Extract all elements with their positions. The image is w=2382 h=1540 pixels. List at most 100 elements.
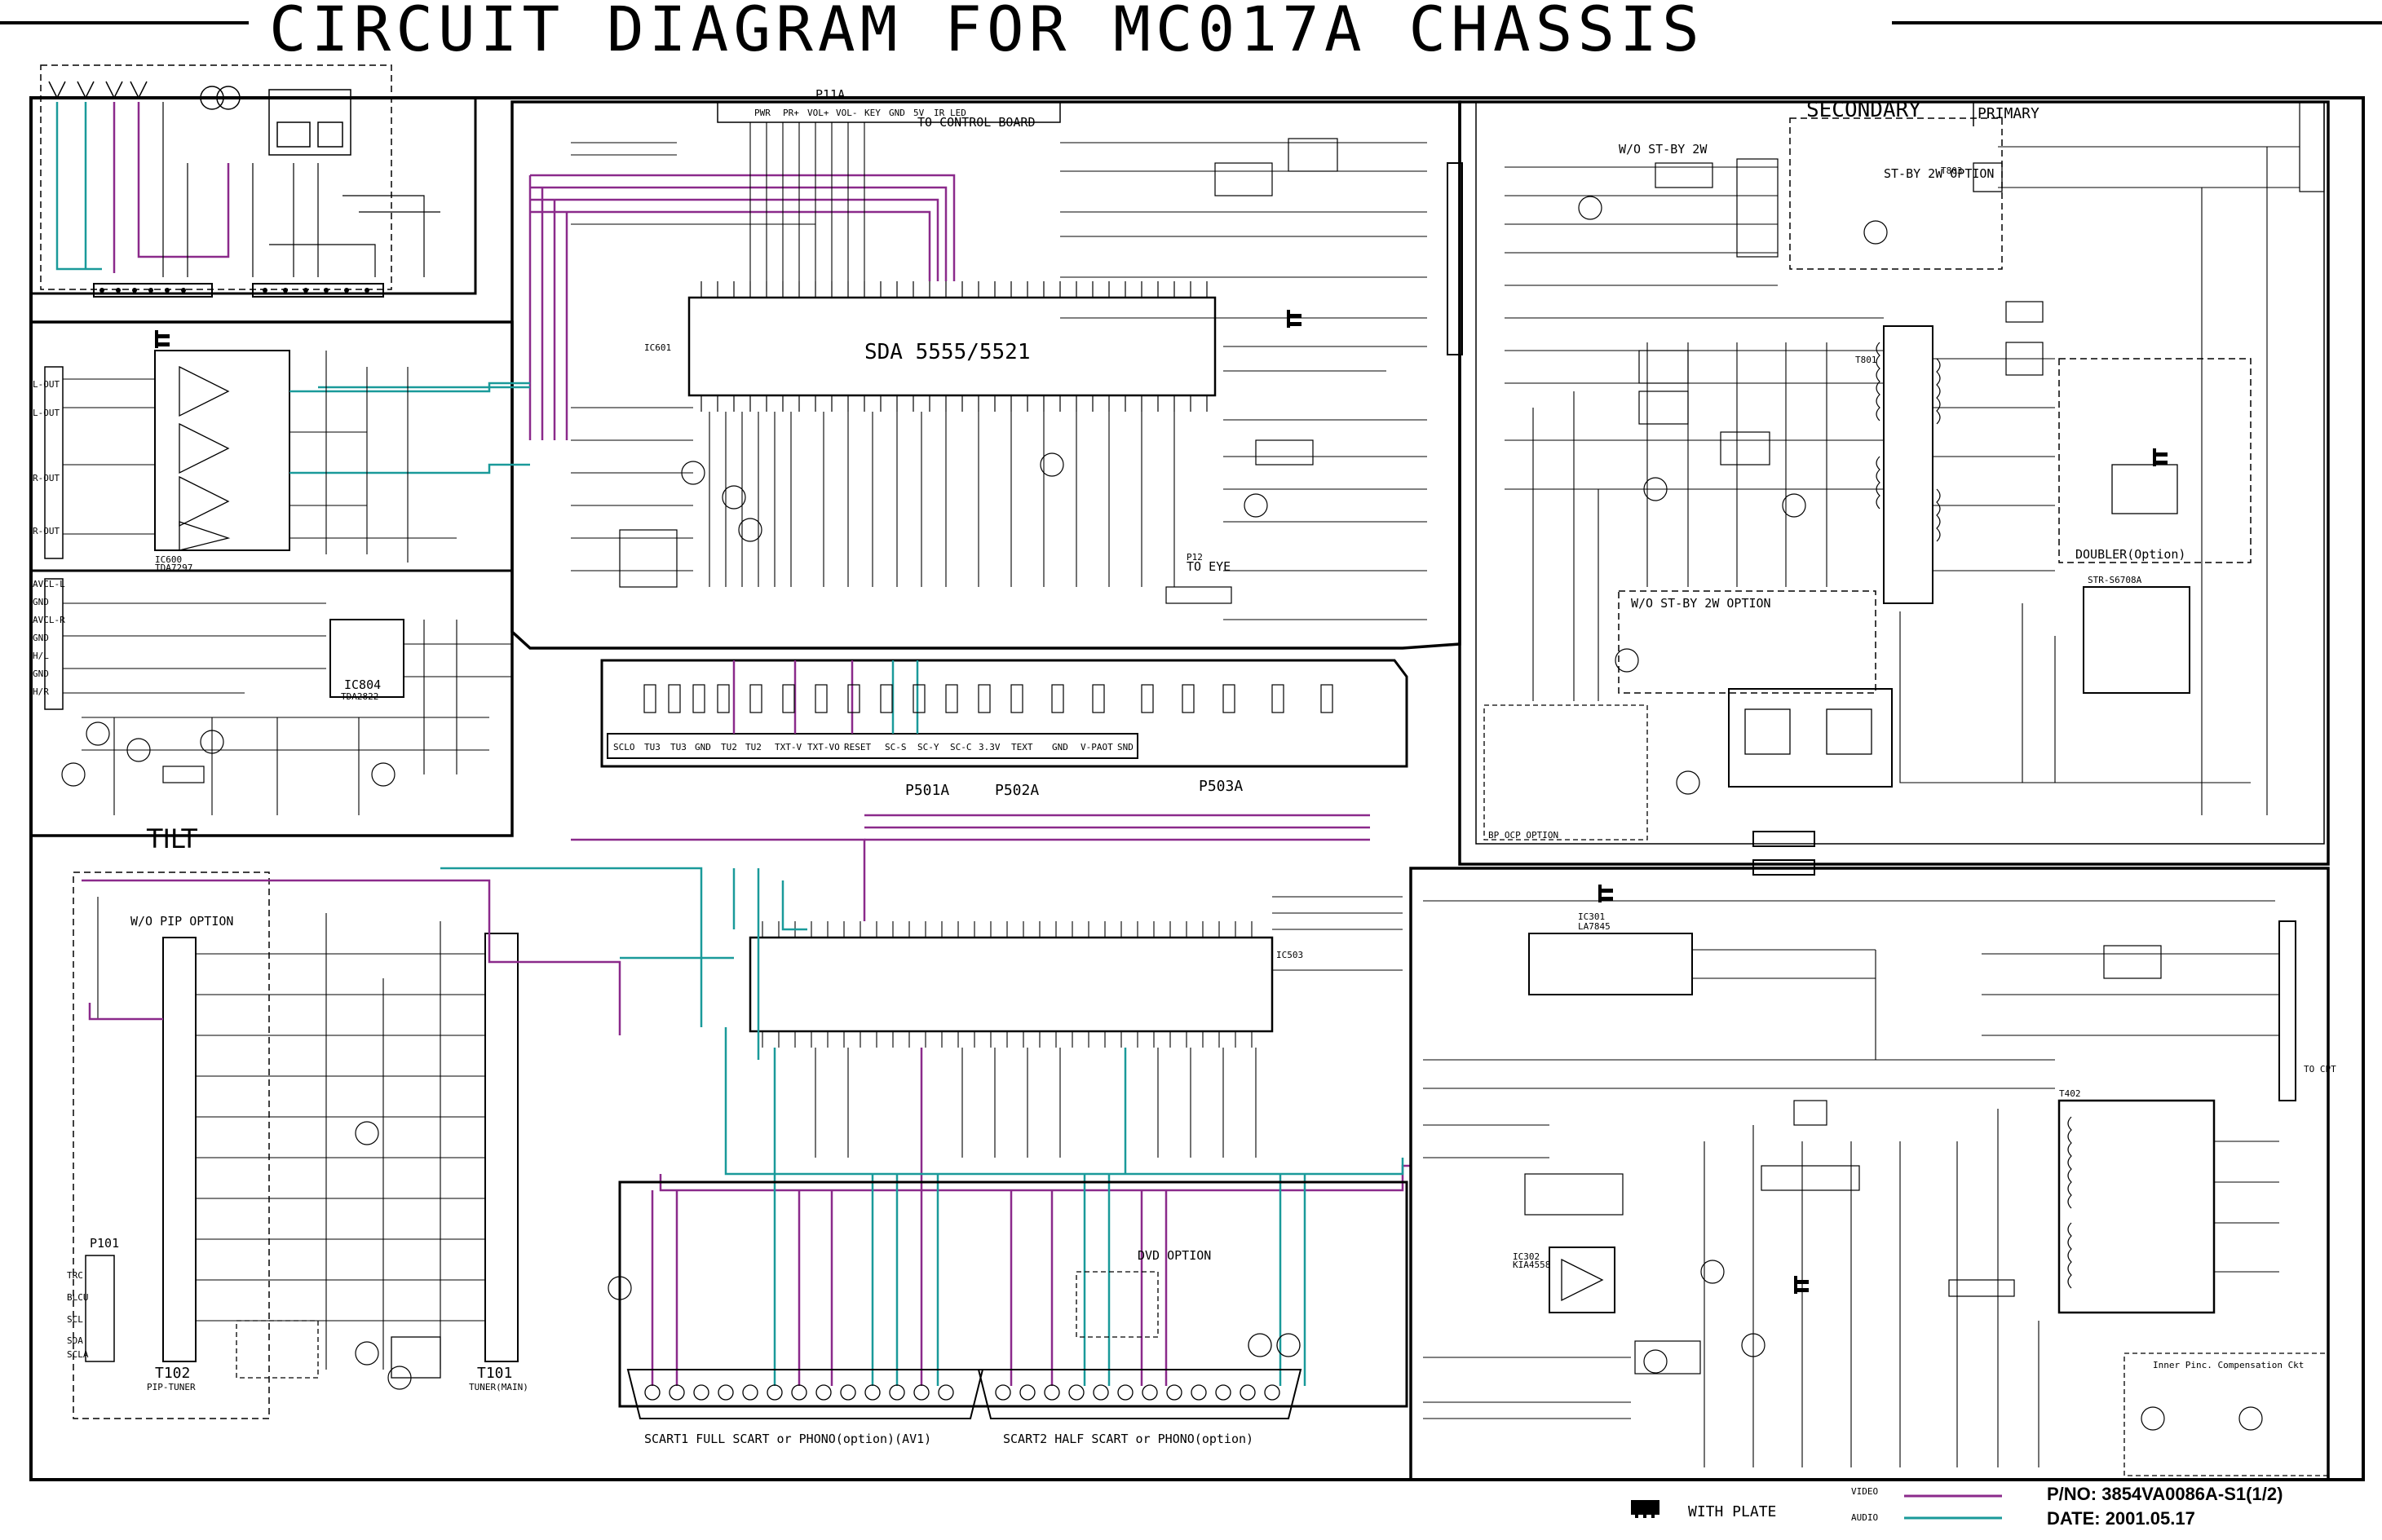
svg-text:R-OUT: R-OUT xyxy=(33,473,60,483)
tilt-label: TILT xyxy=(146,823,197,854)
to-cpt-label: TO CPT xyxy=(2304,1064,2336,1074)
wo-stby-2w-option-label: W/O ST-BY 2W OPTION xyxy=(1631,596,1771,611)
svg-text:GND: GND xyxy=(695,742,711,752)
svg-text:LED: LED xyxy=(950,108,966,118)
av-jack-section xyxy=(29,64,477,298)
wo-stby-2w-label: W/O ST-BY 2W xyxy=(1619,142,1708,157)
p501a-label: P501A xyxy=(905,782,949,799)
tuner-section: W/O PIP OPTION T102 PIP-TUNER T101 TUNER… xyxy=(67,867,734,1419)
audio-out-connector: L-OUT L-OUT R-OUT R-OUT xyxy=(33,366,64,559)
scart1-label: SCART1 FULL SCART or PHONO(option)(AV1) xyxy=(644,1432,931,1446)
p101-pins: TRC BLCU SCL SDA SCLA xyxy=(67,1270,89,1360)
diagram-date: DATE: 2001.05.17 xyxy=(2047,1508,2195,1529)
micom-ic-pins xyxy=(700,281,1208,412)
scart2-label: SCART2 HALF SCART or PHONO(option) xyxy=(1003,1432,1253,1446)
svg-text:SCLO: SCLO xyxy=(613,742,635,752)
micom-section: P11A TO CONTROL BOARD PWR PR+ VOL+ VOL- … xyxy=(510,87,1461,650)
ic804-label: IC804 xyxy=(344,677,381,692)
t402-label: T402 xyxy=(2059,1088,2081,1099)
kia4558-label: KIA4558 xyxy=(1513,1260,1550,1270)
svg-text:IR: IR xyxy=(934,108,945,118)
svg-text:H/L: H/L xyxy=(33,651,49,661)
legend-block: WITH PLATE VIDEO AUDIO P/NO: 3854VA0086A… xyxy=(1631,1484,2283,1529)
svg-text:SCLA: SCLA xyxy=(67,1349,89,1360)
outer-frame xyxy=(29,96,2365,1481)
power-supply-section: SECONDARY PRIMARY ST-BY 2W OPTION W/O ST… xyxy=(1447,98,2330,866)
svg-text:TXT-VO: TXT-VO xyxy=(807,742,840,752)
p503a-label: P503A xyxy=(1199,778,1243,795)
svg-text:PWR: PWR xyxy=(754,108,771,118)
p11a-label: P11A xyxy=(815,87,845,102)
svg-text:TU3: TU3 xyxy=(644,742,661,752)
ic601-label: IC601 xyxy=(644,342,671,353)
ic302-label: IC302 xyxy=(1513,1251,1540,1262)
svg-text:H/R: H/R xyxy=(33,686,49,697)
svg-text:AVCL-R: AVCL-R xyxy=(33,615,65,625)
diagram-title: CIRCUIT DIAGRAM FOR MC017A CHASSIS xyxy=(269,0,1704,65)
svg-text:TU2: TU2 xyxy=(721,742,737,752)
ic301-label: IC301 xyxy=(1578,911,1605,922)
plate-markers xyxy=(155,310,2168,1294)
svg-text:SND: SND xyxy=(1117,742,1134,752)
svg-text:TRC: TRC xyxy=(67,1270,83,1281)
doubler-option-label: DOUBLER(Option) xyxy=(2075,547,2185,562)
scart-section: DVD OPTION SCART1 FULL SCART or PHONO(op… xyxy=(618,1180,1408,1446)
stby-2w-option-label: ST-BY 2W OPTION xyxy=(1884,166,1994,181)
inner-pinc-label: Inner Pinc. Compensation Ckt xyxy=(2153,1360,2304,1370)
svg-text:TU3: TU3 xyxy=(670,742,687,752)
svg-text:AVCL-L: AVCL-L xyxy=(33,579,65,589)
svg-text:SC-C: SC-C xyxy=(950,742,972,752)
dvd-option-label: DVD OPTION xyxy=(1138,1248,1211,1263)
svg-text:TEXT: TEXT xyxy=(1011,742,1033,752)
svg-text:SCL: SCL xyxy=(67,1314,83,1325)
primary-label: PRIMARY xyxy=(1978,105,2040,122)
svg-text:RESET: RESET xyxy=(844,742,871,752)
svg-text:L-OUT: L-OUT xyxy=(33,408,60,418)
svg-text:BLCU: BLCU xyxy=(67,1292,89,1303)
legend-audio-label: AUDIO xyxy=(1851,1512,1878,1523)
p502a-label: P502A xyxy=(995,782,1039,799)
svg-text:PR+: PR+ xyxy=(783,108,799,118)
svg-text:SC-Y: SC-Y xyxy=(917,742,939,752)
svg-text:GND: GND xyxy=(33,669,49,679)
t803-label: T803 xyxy=(1941,165,1963,176)
micom-ic-body xyxy=(687,296,1217,397)
p501a-pin-labels: SCLO TU3 TU3 GND TU2 TU2 TXT-V TXT-VO RE… xyxy=(613,742,1134,752)
bp-ocp-option-label: BP OCP OPTION xyxy=(1488,830,1558,841)
with-plate-icon xyxy=(1631,1500,1659,1518)
svg-text:VOL-: VOL- xyxy=(836,108,858,118)
svg-text:TU2: TU2 xyxy=(745,742,762,752)
p12-label: P12 xyxy=(1187,552,1203,563)
tuner-main-label: TUNER(MAIN) xyxy=(469,1382,528,1392)
svg-text:GND: GND xyxy=(1052,742,1068,752)
video-traces-micom xyxy=(528,174,956,440)
tv-processor-section: IC503 xyxy=(571,814,1411,1386)
with-plate-label: WITH PLATE xyxy=(1688,1503,1776,1520)
av-input-connector: AVCL-L GND AVCL-R GND H/L GND H/R xyxy=(33,578,65,710)
svg-text:3.3V: 3.3V xyxy=(979,742,1001,752)
wo-pip-option-label: W/O PIP OPTION xyxy=(130,914,233,929)
t102-label: T102 xyxy=(155,1365,190,1382)
svg-text:R-OUT: R-OUT xyxy=(33,526,60,536)
t101-label: T101 xyxy=(477,1365,512,1382)
deflection-section: LA7845 IC301 KIA4558 IC302 T402 TO CPT I… xyxy=(1409,859,2336,1481)
board-connector-bus: SCLO TU3 TU3 GND TU2 TU2 TXT-V TXT-VO RE… xyxy=(600,659,1408,799)
p11a-pins: PWR PR+ VOL+ VOL- KEY GND 5V IR LED xyxy=(754,108,966,118)
svg-text:5V: 5V xyxy=(913,108,925,118)
t801-label: T801 xyxy=(1855,355,1877,365)
tda7297-label: TDA7297 xyxy=(155,563,192,573)
legend-video-label: VIDEO xyxy=(1851,1486,1878,1497)
audio-amp-section: TDA7297 IC600 L-OUT L-OUT R-OUT R-OUT IC… xyxy=(31,320,530,854)
la7845-label: LA7845 xyxy=(1578,921,1611,932)
control-board-label: TO CONTROL BOARD xyxy=(917,115,1036,130)
svg-text:KEY: KEY xyxy=(864,108,881,118)
p101-label: P101 xyxy=(90,1236,119,1251)
ic600-label: IC600 xyxy=(155,554,182,565)
svg-text:GND: GND xyxy=(33,633,49,643)
svg-text:SC-S: SC-S xyxy=(885,742,907,752)
to-eye-label: TO EYE xyxy=(1187,559,1231,574)
svg-text:VOL+: VOL+ xyxy=(807,108,829,118)
pip-tuner-label: PIP-TUNER xyxy=(147,1382,196,1392)
part-number: P/NO: 3854VA0086A-S1(1/2) xyxy=(2047,1484,2283,1504)
